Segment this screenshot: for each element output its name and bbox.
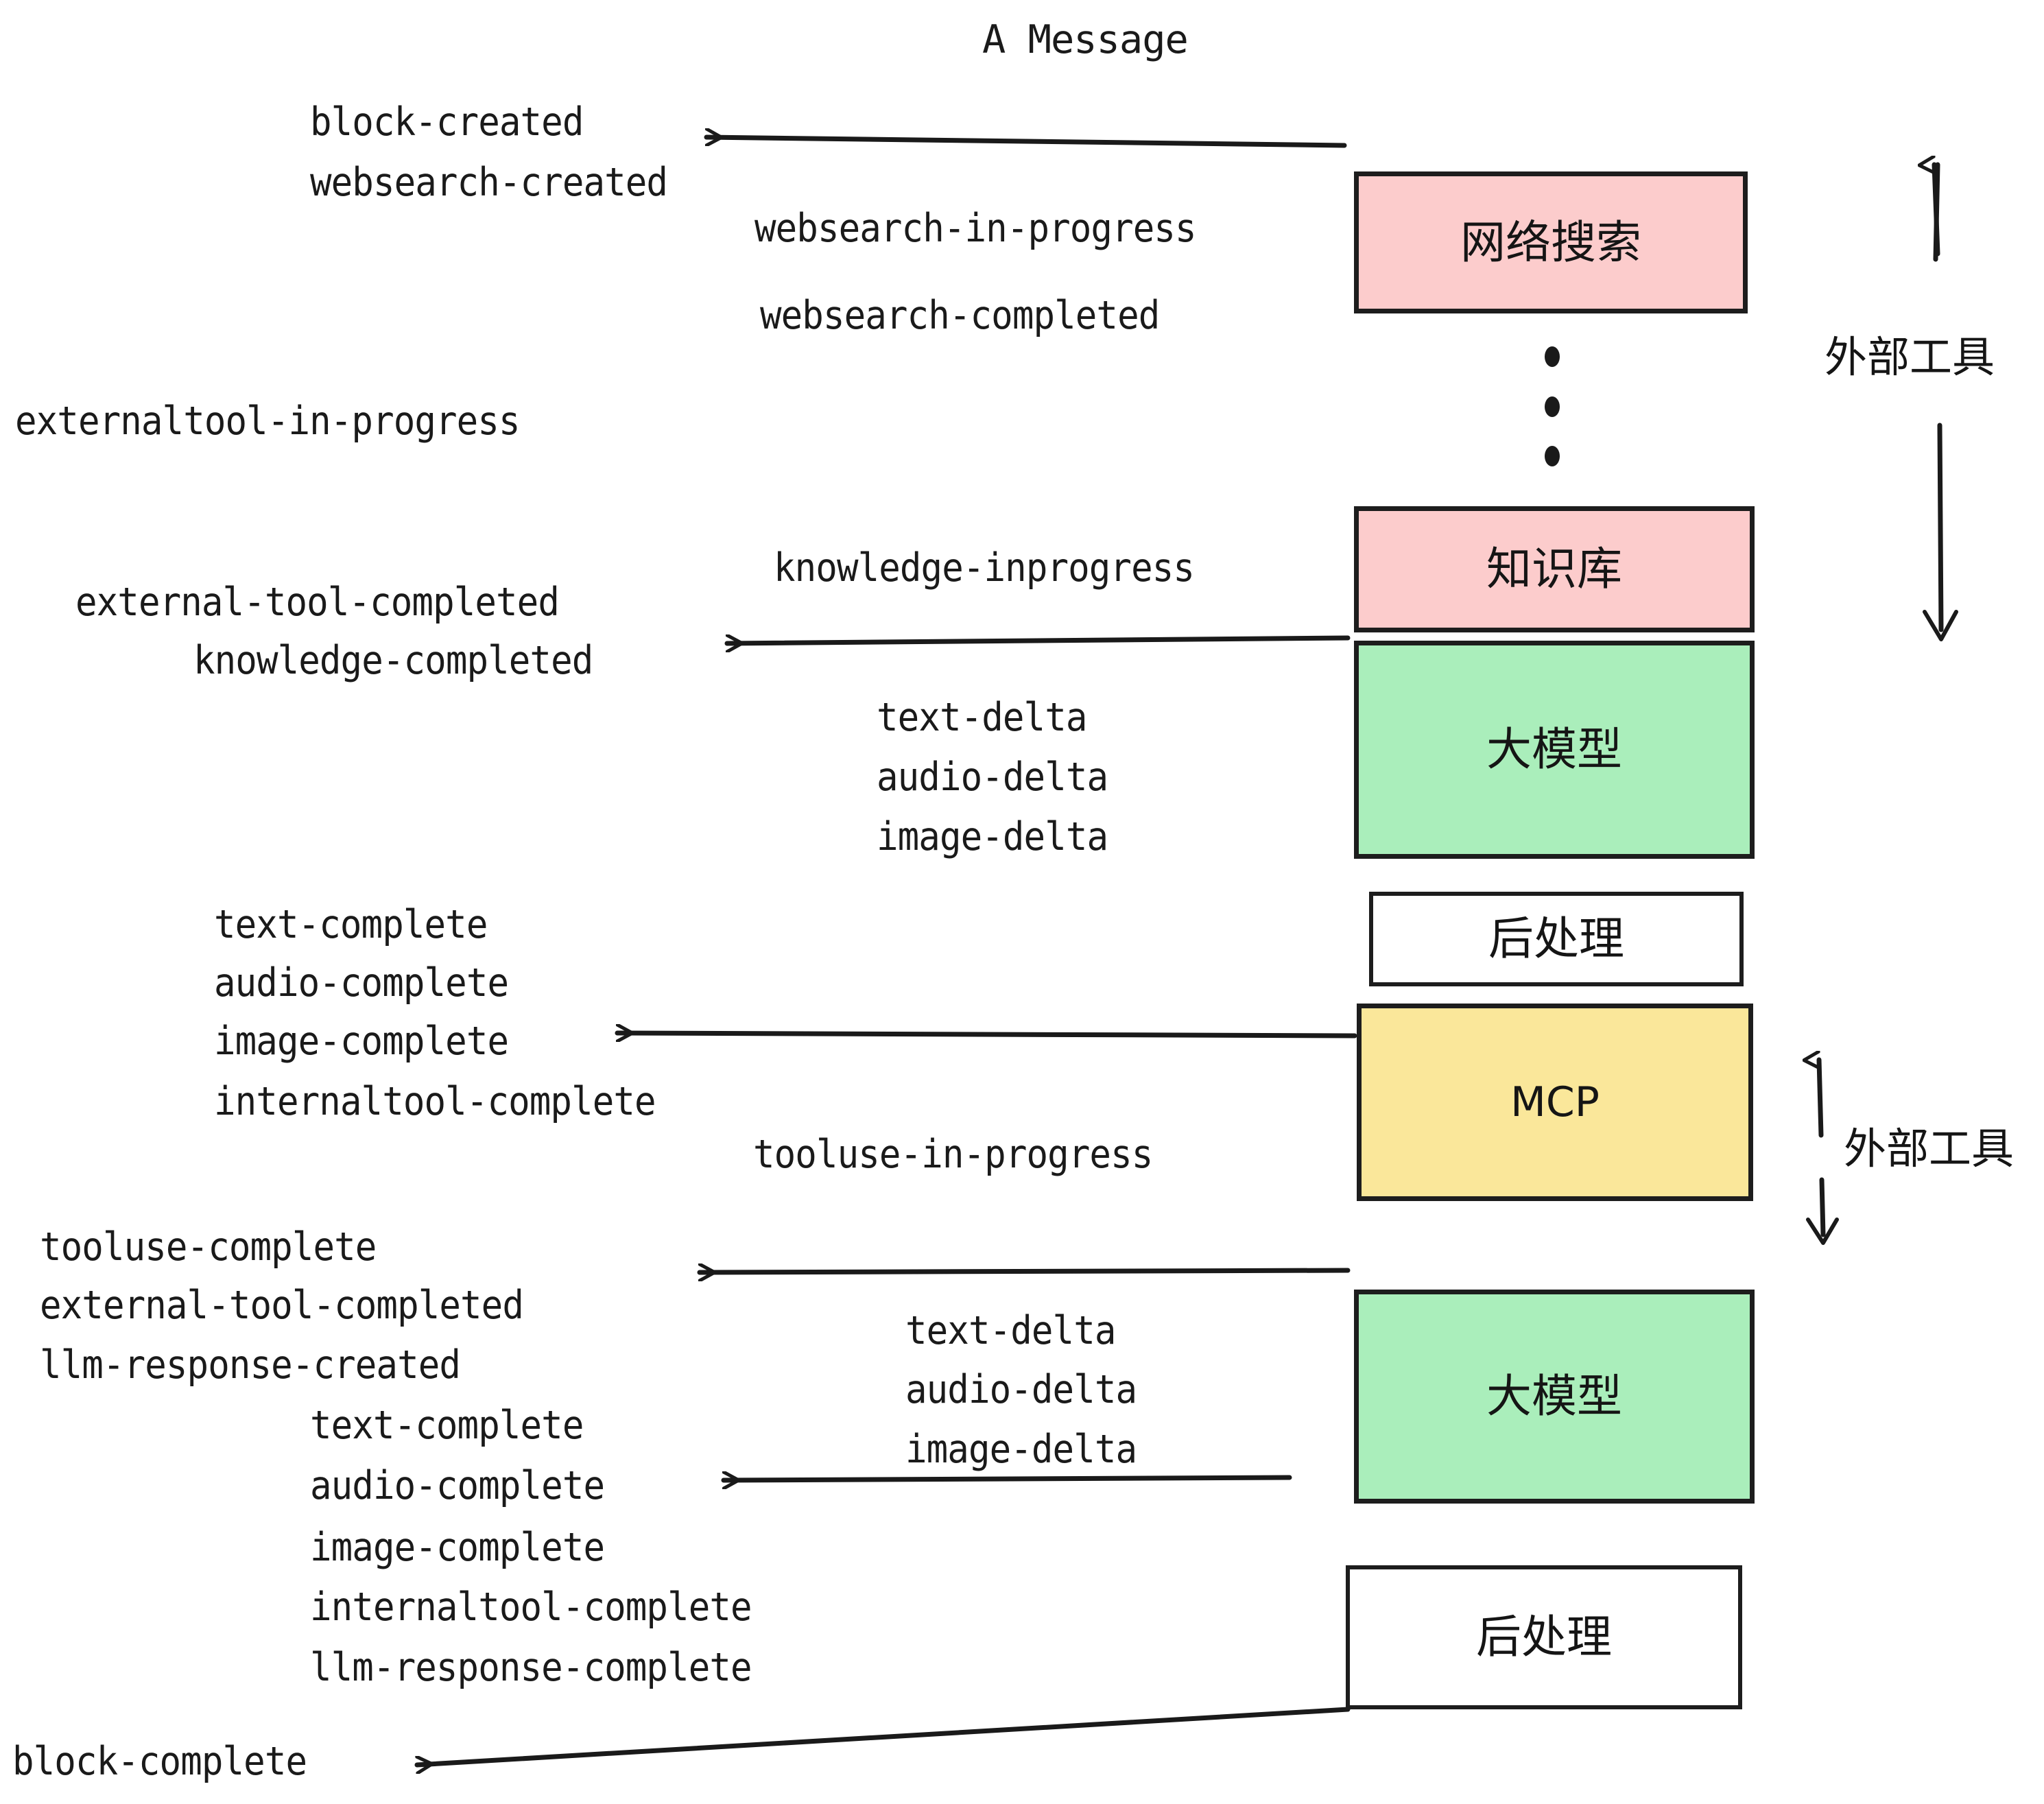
event-llm-response-created: llm-response-created — [40, 1342, 461, 1388]
node-postprocess-bottom-label: 后处理 — [1476, 1611, 1612, 1663]
event-llm-response-complete: llm-response-complete — [310, 1645, 752, 1690]
side-label-external-tool-top: 外部工具 — [1825, 336, 1995, 379]
event-audio-delta-2: audio-delta — [905, 1367, 1137, 1412]
event-audio-complete-1: audio-complete — [214, 960, 509, 1006]
node-llm-bottom-label: 大模型 — [1486, 1370, 1622, 1423]
node-postprocess-top[interactable]: 后处理 — [1369, 892, 1744, 986]
side-label-external-tool-top-text: 外部工具 — [1825, 332, 1995, 382]
event-websearch-in-progress: websearch-in-progress — [754, 206, 1197, 251]
node-mcp[interactable]: MCP — [1357, 1004, 1753, 1201]
node-websearch-label: 网络搜索 — [1460, 215, 1641, 269]
event-external-tool-completed-1: external-tool-completed — [75, 580, 560, 625]
event-externaltool-in-progress: externaltool-in-progress — [15, 399, 521, 444]
node-llm-bottom[interactable]: 大模型 — [1354, 1290, 1755, 1504]
event-text-delta-2: text-delta — [905, 1308, 1116, 1353]
event-text-complete-1: text-complete — [214, 902, 488, 947]
side-label-external-tool-bottom: 外部工具 — [1844, 1128, 2014, 1170]
event-image-complete-1: image-complete — [214, 1019, 509, 1064]
arrow-knowledge-to-completed — [724, 638, 1351, 643]
arrow-mcp-to-tooluse-complete — [697, 1270, 1351, 1272]
event-tooluse-complete: tooluse-complete — [40, 1224, 377, 1270]
node-knowledge[interactable]: 知识库 — [1354, 506, 1755, 632]
node-websearch[interactable]: 网络搜索 — [1354, 171, 1748, 313]
event-block-complete: block-complete — [12, 1739, 307, 1784]
node-postprocess-bottom[interactable]: 后处理 — [1346, 1565, 1742, 1709]
arrow-postprocess-to-block-complete — [414, 1707, 1351, 1765]
event-image-delta-2: image-delta — [905, 1427, 1137, 1472]
event-knowledge-inprogress: knowledge-inprogress — [774, 545, 1195, 591]
event-external-tool-completed-2: external-tool-completed — [40, 1283, 524, 1328]
node-llm-top-label: 大模型 — [1486, 723, 1622, 776]
ellipsis-dot-1 — [1545, 346, 1560, 367]
ellipsis-dot-3 — [1545, 446, 1560, 466]
node-mcp-label: MCP — [1510, 1078, 1600, 1126]
event-text-complete-2: text-complete — [310, 1403, 584, 1448]
side-label-external-tool-bottom-text: 外部工具 — [1844, 1124, 2015, 1174]
arrow-websearch-to-block-created — [704, 137, 1347, 148]
node-llm-top[interactable]: 大模型 — [1354, 641, 1755, 859]
page-title: A Message — [982, 17, 1189, 62]
event-audio-delta-1: audio-delta — [877, 755, 1108, 800]
event-text-delta-1: text-delta — [877, 695, 1087, 740]
external-tool-arrow-top — [1925, 165, 1958, 641]
event-websearch-created: websearch-created — [310, 160, 668, 205]
event-image-delta-1: image-delta — [877, 814, 1108, 859]
event-tooluse-in-progress: tooluse-in-progress — [753, 1132, 1153, 1177]
node-knowledge-label: 知识库 — [1486, 543, 1622, 595]
event-websearch-completed: websearch-completed — [760, 293, 1160, 338]
ellipsis-dot-2 — [1545, 396, 1560, 417]
node-postprocess-top-label: 后处理 — [1488, 912, 1624, 965]
event-internaltool-complete-2: internaltool-complete — [310, 1585, 752, 1630]
arrow-llm-to-audio-complete — [721, 1477, 1292, 1480]
external-tool-arrow-bottom — [1808, 1060, 1839, 1245]
event-image-complete-2: image-complete — [310, 1525, 605, 1570]
event-knowledge-completed: knowledge-completed — [193, 638, 593, 683]
event-internaltool-complete-1: internaltool-complete — [214, 1079, 656, 1124]
event-block-created: block-created — [310, 99, 584, 145]
arrow-postprocess-to-image-complete — [615, 1033, 1357, 1036]
event-audio-complete-2: audio-complete — [310, 1463, 605, 1508]
